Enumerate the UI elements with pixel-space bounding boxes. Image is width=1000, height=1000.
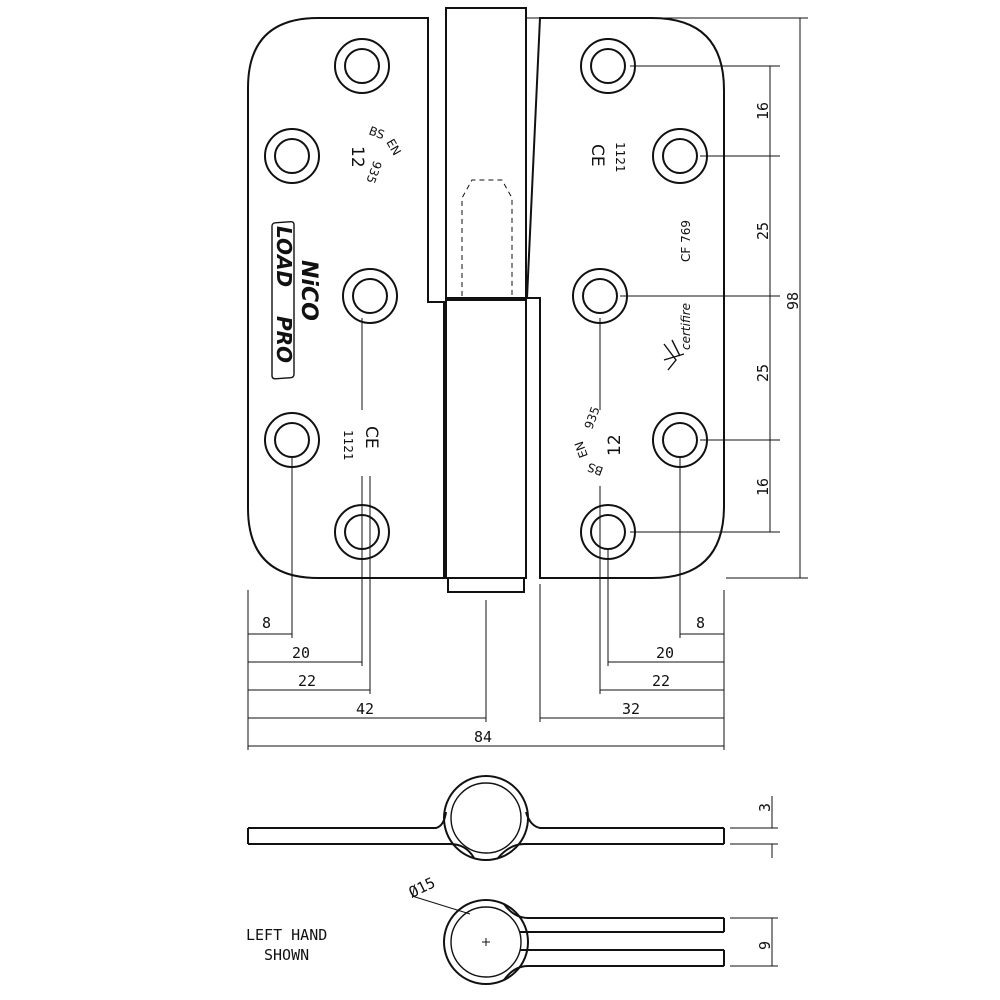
dim-right-20: 20 — [656, 644, 674, 662]
dim-16-bottom: 16 — [754, 478, 772, 496]
screw-hole — [580, 38, 636, 94]
dim-left-22: 22 — [298, 672, 316, 690]
screw-hole — [572, 268, 628, 324]
right-leaf-markings: CE 1121 CF 769 certifire BS EN 935 12 — [572, 142, 693, 478]
dim-diameter-15: Ø15 — [406, 874, 438, 902]
bs-marking: BS — [367, 124, 386, 143]
ce-mark: CE — [361, 426, 381, 449]
dim-25-bottom: 25 — [754, 364, 772, 382]
svg-text:CE: CE — [587, 144, 607, 167]
ce-mark: CE — [587, 144, 607, 167]
en-marking: EN — [572, 439, 591, 459]
svg-text:CE: CE — [361, 426, 381, 449]
dim-width-84: 84 — [474, 728, 492, 746]
horizontal-dimensions: 8 20 22 42 84 8 20 22 32 — [247, 318, 725, 750]
dim-16-top: 16 — [754, 102, 772, 120]
screw-hole — [342, 268, 398, 324]
nico-load-pro-logo: LOAD PRO NiCO — [271, 220, 321, 380]
dim-thickness-3: 3 — [756, 803, 774, 812]
certifire-logo-icon — [663, 339, 685, 371]
1121-marking: 1121 — [613, 142, 627, 173]
certifire-marking: certifire — [679, 303, 693, 350]
dim-right-32: 32 — [622, 700, 640, 718]
screw-hole — [264, 128, 320, 184]
dim-knuckle-9: 9 — [756, 941, 774, 950]
bs-marking: BS — [586, 460, 605, 479]
12-marking: 12 — [347, 146, 367, 168]
hinge-closed-side-view: 9 Ø15 — [406, 874, 778, 985]
left-leaf-outline — [247, 17, 445, 579]
note-line-1: LEFT HAND — [246, 926, 327, 944]
knuckle-bottom — [445, 299, 527, 579]
hidden-pin — [461, 179, 513, 296]
knuckle-bottom-cap — [447, 577, 525, 593]
cf-769-marking: CF 769 — [679, 220, 693, 262]
vertical-dimensions: 16 25 98 25 16 — [526, 17, 808, 579]
1121-marking: 1121 — [341, 430, 355, 461]
note-line-2: SHOWN — [264, 946, 309, 964]
12-marking: 12 — [605, 434, 625, 456]
dim-right-8: 8 — [696, 614, 705, 632]
knuckle-top — [445, 7, 527, 299]
handedness-note: LEFT HAND SHOWN — [246, 926, 327, 964]
screw-hole — [652, 128, 708, 184]
dim-left-20: 20 — [292, 644, 310, 662]
dim-left-42: 42 — [356, 700, 374, 718]
svg-text:PRO: PRO — [272, 316, 296, 363]
screw-hole — [334, 38, 390, 94]
dim-25-top: 25 — [754, 222, 772, 240]
svg-text:LOAD: LOAD — [272, 226, 296, 287]
left-leaf-markings: BS EN 935 12 CE 1121 — [341, 124, 404, 461]
dim-98: 98 — [784, 292, 802, 310]
dim-right-22: 22 — [652, 672, 670, 690]
en-marking: EN — [383, 137, 403, 158]
svg-text:NiCO: NiCO — [296, 260, 321, 321]
dim-left-8: 8 — [262, 614, 271, 632]
right-leaf-outline — [525, 17, 725, 579]
hinge-front-view: BS EN 935 12 CE 1121 LOAD PRO NiCO CE 11… — [247, 7, 725, 593]
hinge-open-side-view: 3 — [247, 775, 778, 861]
